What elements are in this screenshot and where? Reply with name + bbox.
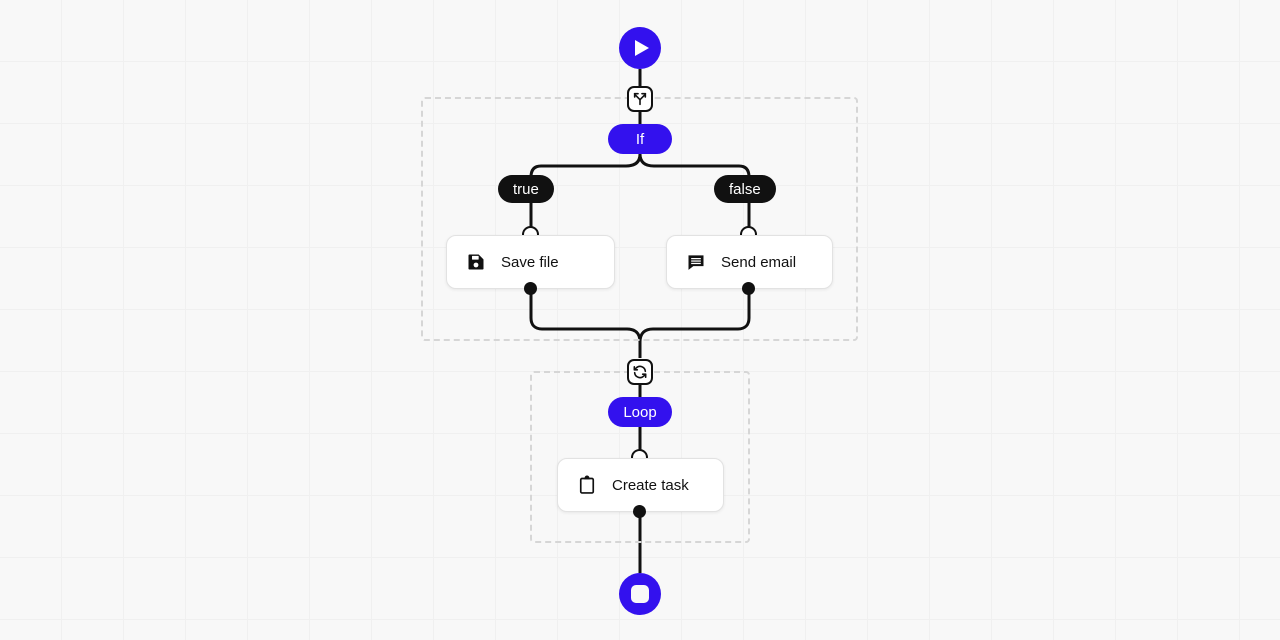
stop-square-icon [631, 585, 649, 603]
save-disk-icon [465, 251, 487, 273]
node-send-email-label: Send email [721, 253, 797, 271]
branch-label-true[interactable]: true [498, 175, 554, 203]
play-icon [635, 40, 649, 56]
branch-label-true-text: true [513, 180, 539, 198]
stop-node[interactable] [619, 573, 661, 615]
branch-label-false-text: false [729, 180, 761, 198]
loop-node-label[interactable]: Loop [608, 397, 672, 427]
clipboard-icon [576, 474, 598, 496]
branch-split-icon[interactable] [627, 86, 653, 112]
message-bubble-icon [685, 251, 707, 273]
create-task-output-port[interactable] [633, 505, 646, 518]
send-email-output-port[interactable] [742, 282, 755, 295]
branch-label-false[interactable]: false [714, 175, 776, 203]
if-node-label[interactable]: If [608, 124, 672, 154]
loop-label-text: Loop [623, 403, 657, 421]
node-save-file[interactable]: Save file [446, 235, 615, 289]
node-send-email[interactable]: Send email [666, 235, 833, 289]
save-file-output-port[interactable] [524, 282, 537, 295]
node-save-file-label: Save file [501, 253, 559, 271]
node-create-task[interactable]: Create task [557, 458, 724, 512]
if-label-text: If [635, 130, 645, 148]
refresh-loop-icon[interactable] [627, 359, 653, 385]
node-create-task-label: Create task [612, 476, 689, 494]
start-node[interactable] [619, 27, 661, 69]
